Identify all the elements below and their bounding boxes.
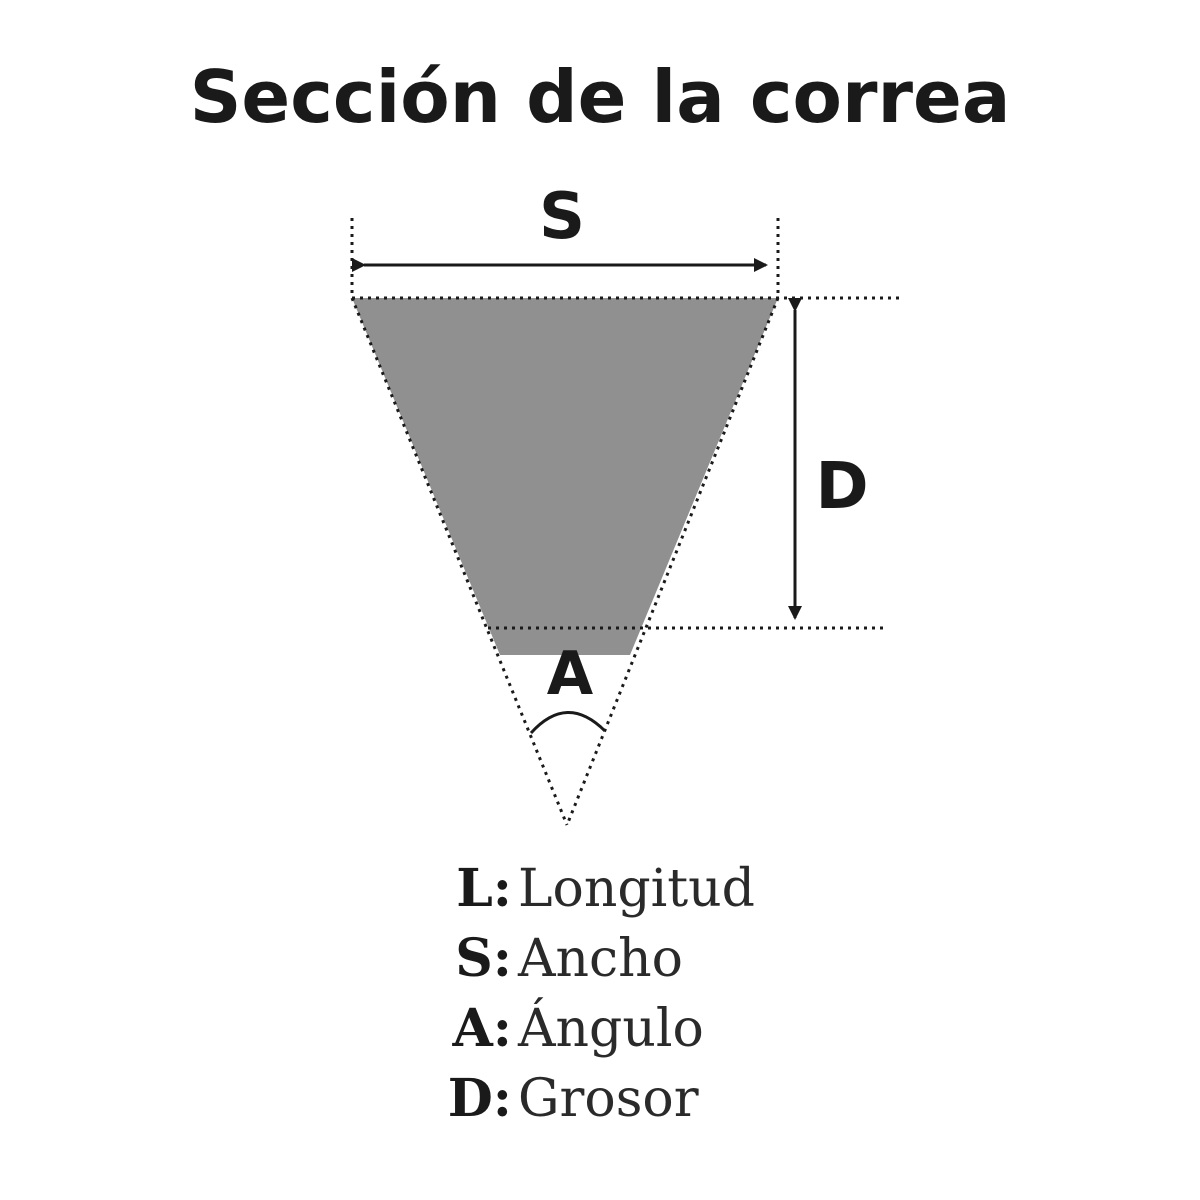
legend-key: L: bbox=[456, 858, 512, 919]
legend-value: Ancho bbox=[518, 929, 683, 989]
legend-value: Grosor bbox=[518, 1069, 699, 1129]
legend-item-angle: A: Ángulo bbox=[440, 998, 860, 1068]
legend-value: Ángulo bbox=[518, 999, 704, 1059]
legend-key: S: bbox=[455, 928, 512, 989]
page-title: Sección de la correa bbox=[189, 55, 1011, 139]
legend-key: D: bbox=[447, 1068, 512, 1129]
belt-cross-section bbox=[352, 298, 778, 655]
legend: L: Longitud S: Ancho A: Ángulo D: Grosor bbox=[440, 858, 860, 1138]
right-side-dotted bbox=[565, 297, 780, 826]
depth-label: D bbox=[815, 450, 868, 524]
legend-key: A: bbox=[452, 998, 512, 1059]
width-label: S bbox=[539, 180, 585, 254]
angle-arc bbox=[529, 711, 607, 735]
legend-item-thickness: D: Grosor bbox=[440, 1068, 860, 1138]
angle-label: A bbox=[547, 639, 594, 709]
legend-value: Longitud bbox=[518, 859, 755, 919]
legend-item-length: L: Longitud bbox=[440, 858, 860, 928]
left-side-dotted bbox=[350, 297, 569, 826]
legend-item-width: S: Ancho bbox=[440, 928, 860, 998]
